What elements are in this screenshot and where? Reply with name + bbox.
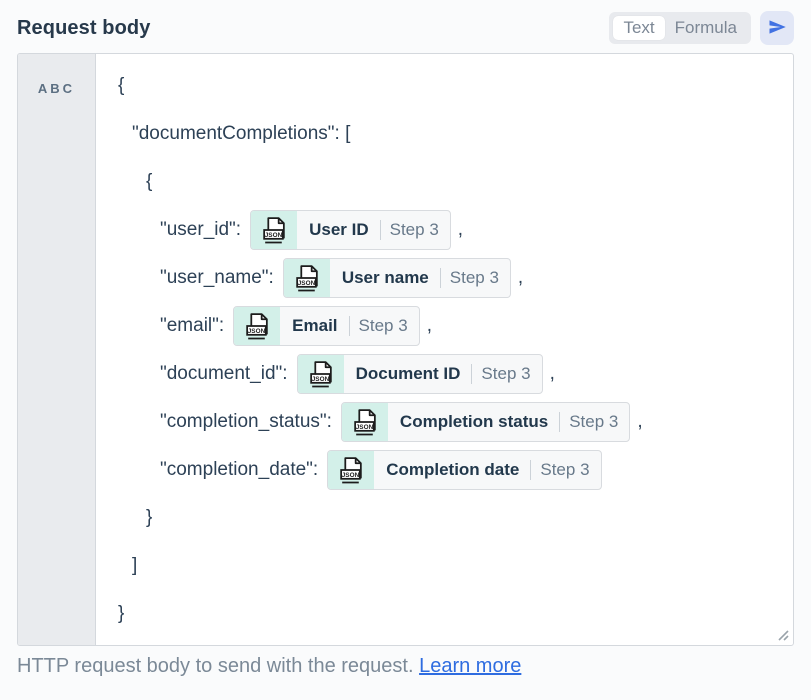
- toggle-option-text[interactable]: Text: [613, 16, 665, 40]
- send-button[interactable]: [760, 11, 794, 45]
- json-line: {: [118, 158, 793, 206]
- field-header-controls: Text Formula: [609, 11, 794, 45]
- mapped-field-pill-user-id[interactable]: User ID Step 3: [250, 210, 451, 250]
- request-body-field-container: Request body Text Formula ABC {: [17, 10, 794, 678]
- mapped-field-pill-user-name[interactable]: User name Step 3: [282, 258, 511, 298]
- json-line: "completion_status": Completion status S…: [118, 398, 793, 446]
- json-line: "user_name": User name Step 3 ,: [118, 254, 793, 302]
- json-line: "documentCompletions": [: [118, 110, 793, 158]
- json-text: }: [146, 507, 153, 528]
- field-type-gutter: ABC: [18, 54, 96, 645]
- json-key: "user_id":: [160, 219, 242, 240]
- mapped-field-pill-completion-date[interactable]: Completion date Step 3: [327, 450, 602, 490]
- mapped-field-pill-completion-status[interactable]: Completion status Step 3: [340, 402, 631, 442]
- json-text: ]: [132, 555, 138, 576]
- json-file-icon: [234, 307, 281, 345]
- editor-content[interactable]: { "documentCompletions": [ { "user_id": …: [96, 54, 793, 645]
- json-file-icon: [283, 259, 330, 297]
- json-text: {: [146, 171, 153, 192]
- pill-label: Email: [292, 316, 338, 335]
- json-line: {: [118, 62, 793, 110]
- field-type-abc-label: ABC: [37, 81, 76, 96]
- json-line: "email": Email Step 3 ,: [118, 302, 793, 350]
- learn-more-link[interactable]: Learn more: [419, 655, 522, 677]
- pill-divider: [471, 364, 473, 384]
- json-file-icon: [328, 451, 375, 489]
- json-key: "completion_status":: [160, 411, 332, 432]
- json-text: ,: [457, 219, 464, 240]
- json-text: ,: [517, 267, 524, 288]
- json-line: }: [118, 590, 793, 638]
- pill-step-badge: Step 3: [389, 220, 439, 239]
- pill-label: Completion date: [386, 460, 520, 479]
- json-text: }: [118, 603, 125, 624]
- json-text: "documentCompletions": [: [132, 123, 351, 144]
- pill-label: Document ID: [355, 364, 461, 383]
- pill-divider: [530, 460, 532, 480]
- pill-step-badge: Step 3: [481, 364, 531, 383]
- json-file-icon: [297, 355, 344, 393]
- pill-step-badge: Step 3: [540, 460, 590, 479]
- pill-step-badge: Step 3: [569, 412, 619, 431]
- resize-handle[interactable]: [774, 626, 790, 642]
- pill-step-badge: Step 3: [449, 268, 499, 287]
- field-label: Request body: [17, 16, 151, 39]
- json-key: "user_name":: [160, 267, 274, 288]
- json-file-icon: [251, 211, 298, 249]
- pill-divider: [559, 412, 561, 432]
- json-text: ,: [549, 363, 555, 384]
- pill-label: User name: [341, 268, 429, 287]
- pill-step-badge: Step 3: [358, 316, 408, 335]
- json-text: {: [118, 75, 125, 96]
- mapped-field-pill-document-id[interactable]: Document ID Step 3: [296, 354, 543, 394]
- pill-divider: [439, 268, 441, 288]
- json-text: ,: [426, 315, 432, 336]
- json-key: "document_id":: [160, 363, 288, 384]
- json-file-icon: [341, 403, 388, 441]
- json-line: }: [118, 494, 793, 542]
- json-key: "completion_date":: [160, 459, 319, 480]
- help-text: HTTP request body to send with the reque…: [17, 655, 420, 677]
- json-line: "document_id": Document ID Step 3 ,: [118, 350, 793, 398]
- json-text: ,: [637, 411, 643, 432]
- pill-label: User ID: [309, 220, 369, 239]
- toggle-option-formula[interactable]: Formula: [674, 18, 737, 37]
- field-header: Request body Text Formula: [17, 10, 794, 46]
- pill-label: Completion status: [399, 412, 549, 431]
- pill-divider: [348, 316, 350, 336]
- mapped-field-pill-email[interactable]: Email Step 3: [233, 306, 420, 346]
- field-help-text: HTTP request body to send with the reque…: [17, 655, 794, 678]
- json-line: "user_id": User ID Step 3 ,: [118, 206, 793, 254]
- json-line: ]: [118, 542, 793, 590]
- json-key: "email":: [160, 315, 225, 336]
- text-formula-toggle: Text Formula: [609, 12, 751, 44]
- pill-divider: [379, 220, 381, 240]
- request-body-editor: ABC { "documentCompletions": [ { "user_i…: [17, 53, 794, 646]
- send-icon: [767, 17, 787, 40]
- json-line: "completion_date": Completion date Step …: [118, 446, 793, 494]
